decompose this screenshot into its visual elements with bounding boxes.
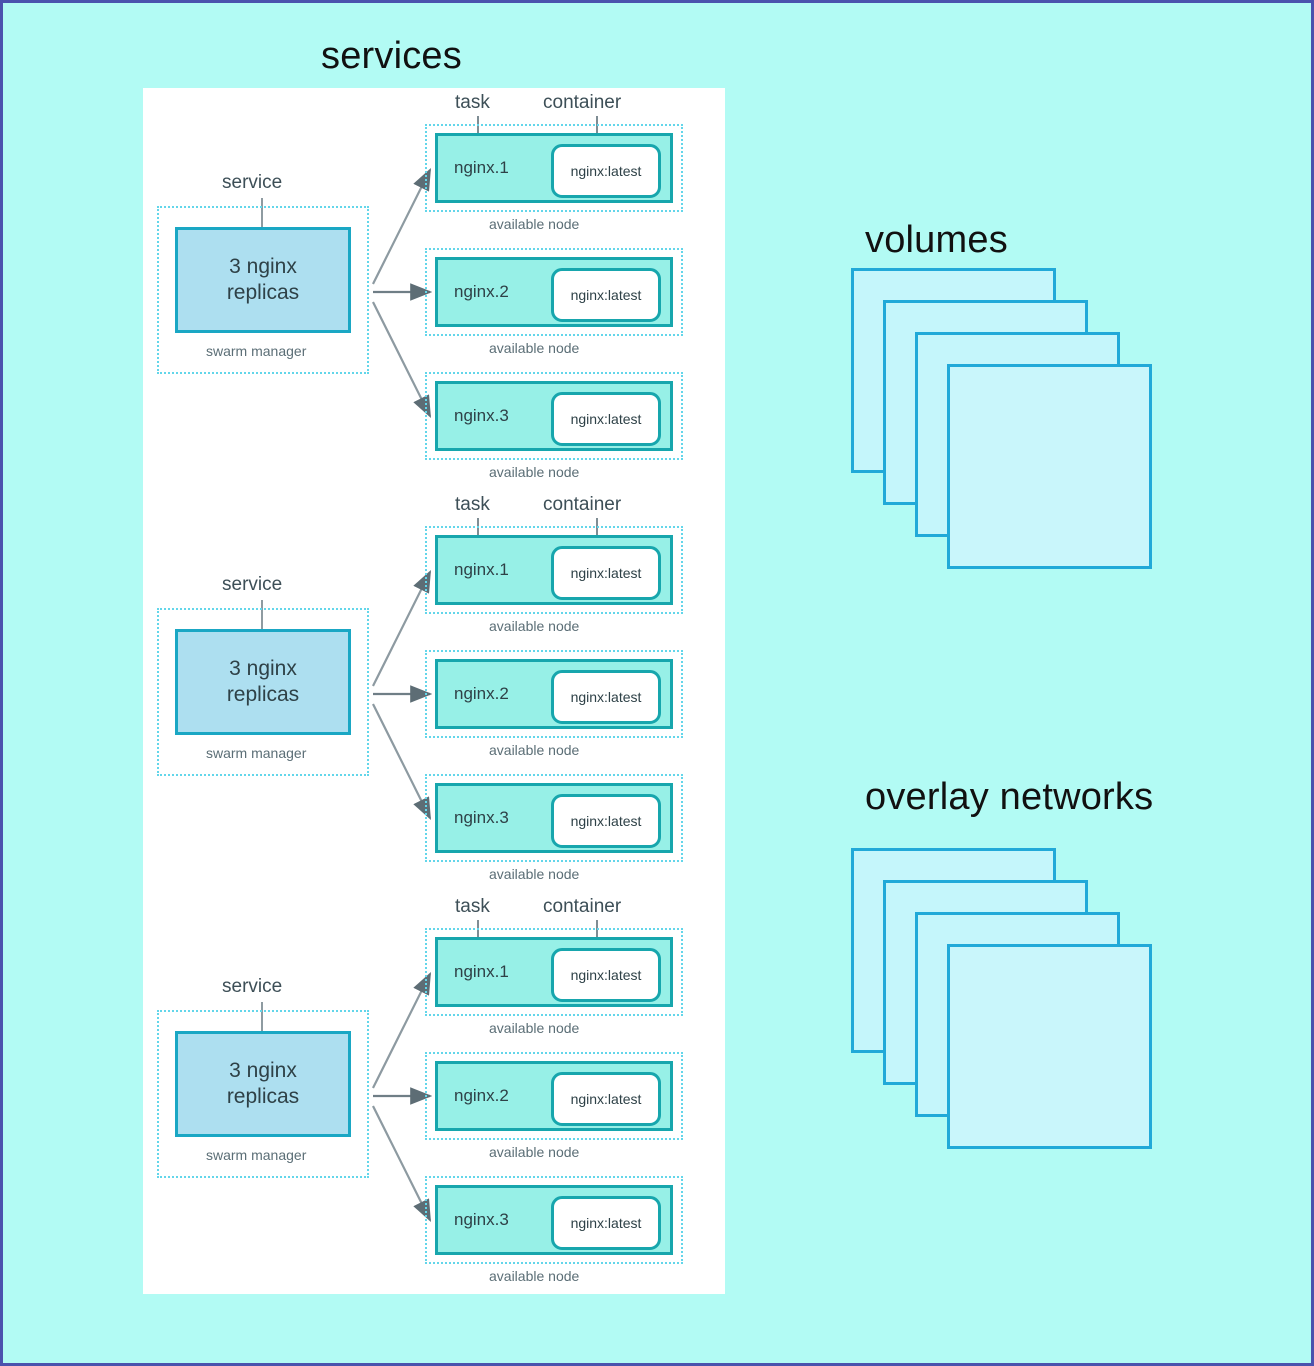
volumes-stack — [851, 268, 1152, 569]
swarm-manager-frame — [157, 608, 369, 776]
task-box[interactable]: nginx.2 nginx:latest — [435, 257, 673, 327]
container-box[interactable]: nginx:latest — [551, 144, 661, 198]
task-name: nginx.3 — [454, 808, 509, 827]
container-box[interactable]: nginx:latest — [551, 1072, 661, 1126]
task-label: task — [455, 494, 490, 515]
container-box[interactable]: nginx:latest — [551, 670, 661, 724]
container-name: nginx:latest — [570, 163, 642, 179]
service-box[interactable]: 3 nginx replicas — [175, 227, 351, 333]
container-name: nginx:latest — [570, 689, 642, 705]
available-node-frame: nginx.2 nginx:latest — [425, 650, 683, 738]
available-node-frame: nginx.2 nginx:latest — [425, 1052, 683, 1140]
service-box-text: 3 nginx replicas — [226, 656, 300, 706]
services-panel: task container service 3 nginx replicas … — [143, 88, 725, 1294]
services-title: services — [321, 35, 462, 77]
service-label: service — [222, 976, 283, 997]
available-node-label: available node — [489, 1268, 580, 1284]
container-name: nginx:latest — [570, 565, 642, 581]
available-node-frame: nginx.1 nginx:latest — [425, 124, 683, 212]
container-label: container — [543, 92, 622, 113]
swarm-manager-label: swarm manager — [206, 1147, 307, 1163]
task-box[interactable]: nginx.3 nginx:latest — [435, 381, 673, 451]
task-box[interactable]: nginx.3 nginx:latest — [435, 1185, 673, 1255]
container-box[interactable]: nginx:latest — [551, 794, 661, 848]
container-name: nginx:latest — [570, 287, 642, 303]
task-box[interactable]: nginx.1 nginx:latest — [435, 535, 673, 605]
container-label: container — [543, 896, 622, 917]
task-box[interactable]: nginx.1 nginx:latest — [435, 133, 673, 203]
container-name: nginx:latest — [570, 1215, 642, 1231]
available-node-frame: nginx.3 nginx:latest — [425, 372, 683, 460]
service-box[interactable]: 3 nginx replicas — [175, 1031, 351, 1137]
task-name: nginx.1 — [454, 560, 509, 579]
task-name: nginx.2 — [454, 684, 509, 703]
service-group: task container service 3 nginx replicas … — [143, 490, 725, 890]
task-name: nginx.1 — [454, 962, 509, 981]
task-box[interactable]: nginx.3 nginx:latest — [435, 783, 673, 853]
service-group: task container service 3 nginx replicas … — [143, 892, 725, 1292]
available-node-label: available node — [489, 340, 580, 356]
available-node-frame: nginx.3 nginx:latest — [425, 1176, 683, 1264]
task-box[interactable]: nginx.1 nginx:latest — [435, 937, 673, 1007]
available-node-label: available node — [489, 742, 580, 758]
container-box[interactable]: nginx:latest — [551, 948, 661, 1002]
task-label: task — [455, 92, 490, 113]
volumes-title: volumes — [865, 219, 1008, 261]
task-box[interactable]: nginx.2 nginx:latest — [435, 659, 673, 729]
swarm-manager-label: swarm manager — [206, 745, 307, 761]
service-label: service — [222, 172, 283, 193]
volume-card[interactable] — [947, 364, 1152, 569]
container-name: nginx:latest — [570, 967, 642, 983]
swarm-manager-label: swarm manager — [206, 343, 307, 359]
container-box[interactable]: nginx:latest — [551, 392, 661, 446]
container-name: nginx:latest — [570, 411, 642, 427]
task-name: nginx.1 — [454, 158, 509, 177]
container-box[interactable]: nginx:latest — [551, 546, 661, 600]
swarm-manager-frame — [157, 206, 369, 374]
swarm-manager-frame — [157, 1010, 369, 1178]
task-name: nginx.2 — [454, 282, 509, 301]
available-node-label: available node — [489, 618, 580, 634]
task-box[interactable]: nginx.2 nginx:latest — [435, 1061, 673, 1131]
available-node-label: available node — [489, 464, 580, 480]
service-box-text: 3 nginx replicas — [226, 254, 300, 304]
service-box[interactable]: 3 nginx replicas — [175, 629, 351, 735]
available-node-frame: nginx.1 nginx:latest — [425, 928, 683, 1016]
available-node-frame: nginx.1 nginx:latest — [425, 526, 683, 614]
available-node-label: available node — [489, 1144, 580, 1160]
container-box[interactable]: nginx:latest — [551, 1196, 661, 1250]
container-box[interactable]: nginx:latest — [551, 268, 661, 322]
network-card[interactable] — [947, 944, 1152, 1149]
available-node-label: available node — [489, 216, 580, 232]
task-name: nginx.3 — [454, 1210, 509, 1229]
task-label: task — [455, 896, 490, 917]
overlay-networks-title: overlay networks — [865, 776, 1154, 818]
available-node-frame: nginx.2 nginx:latest — [425, 248, 683, 336]
available-node-frame: nginx.3 nginx:latest — [425, 774, 683, 862]
service-box-text: 3 nginx replicas — [226, 1058, 300, 1108]
container-name: nginx:latest — [570, 813, 642, 829]
service-label: service — [222, 574, 283, 595]
service-group: task container service 3 nginx replicas … — [143, 88, 725, 488]
available-node-label: available node — [489, 866, 580, 882]
task-name: nginx.2 — [454, 1086, 509, 1105]
container-name: nginx:latest — [570, 1091, 642, 1107]
container-label: container — [543, 494, 622, 515]
task-name: nginx.3 — [454, 406, 509, 425]
overlay-networks-stack — [851, 848, 1152, 1149]
available-node-label: available node — [489, 1020, 580, 1036]
